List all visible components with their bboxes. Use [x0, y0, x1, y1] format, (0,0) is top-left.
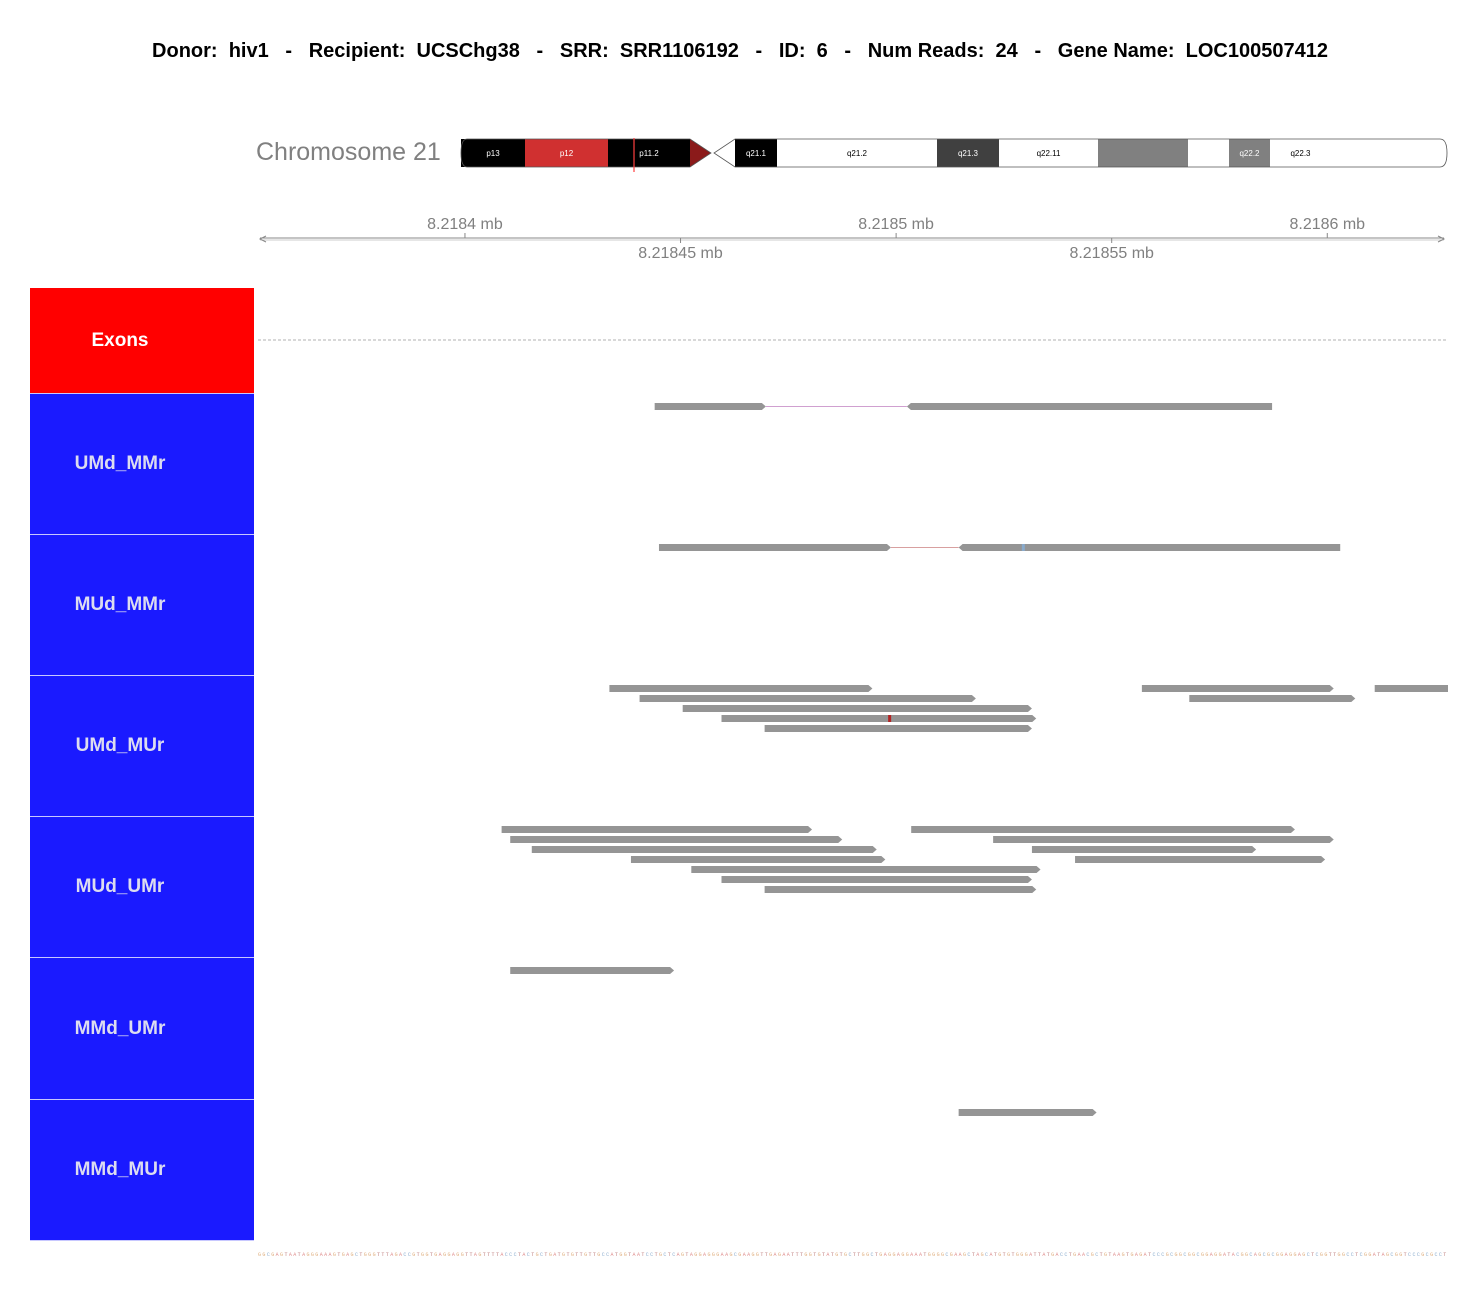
read	[721, 715, 1037, 722]
axis-major-tick-label: 8.2185 mb	[858, 216, 934, 233]
axis-arrow-right	[1437, 235, 1446, 243]
chromosome-band	[937, 139, 999, 167]
chromosome-band	[1098, 139, 1188, 167]
read	[531, 846, 877, 853]
read	[1374, 685, 1448, 692]
track-label-mud-umr: MUd_UMr	[30, 817, 254, 958]
chromosome-band	[1188, 139, 1229, 167]
band-label: p11.2	[639, 149, 659, 158]
axis-arrow-left	[258, 235, 267, 243]
centromere-left	[690, 139, 711, 167]
read	[993, 836, 1334, 843]
reference-sequence: GGCGAGTAATAGGGAAAGTGAGCTGGGTTTAGACCGTGGT…	[258, 1252, 1448, 1258]
chromosome-band	[461, 139, 525, 167]
read-segment	[658, 544, 891, 551]
track-label-text: Exons	[91, 329, 149, 351]
q-arm-outline	[713, 138, 1448, 168]
track-label-text: MUd_UMr	[75, 876, 165, 897]
read	[1031, 846, 1257, 853]
read	[721, 876, 1032, 883]
track-label-text: MUd_MMr	[74, 594, 166, 615]
p-arm-outline	[460, 138, 712, 168]
chromosome-label: Chromosome 21	[256, 138, 441, 166]
band-label: p12	[560, 149, 574, 158]
chromosome-band	[1229, 139, 1270, 167]
mismatch-mark	[888, 715, 892, 722]
track-label-mud-mmr: MUd_MMr	[30, 535, 254, 676]
band-label: p13	[486, 149, 500, 158]
mismatch-mark	[1021, 544, 1025, 551]
track-label-text: UMd_MUr	[75, 735, 165, 756]
track-label-umd-mmr: UMd_MMr	[30, 394, 254, 535]
band-label: q21.2	[847, 149, 868, 158]
read	[764, 886, 1037, 893]
read	[764, 725, 1032, 732]
read	[691, 866, 1041, 873]
chromosome-ideogram: p13 p12 p11.2 q21.1 q21.2 q21.3 q22.11 q22.2 q22…	[460, 138, 1448, 172]
track-label-exons: Exons	[30, 288, 254, 394]
band-label: q21.1	[746, 149, 767, 158]
page-title: Donor: hiv1 - Recipient: UCSChg38 - SRR:…	[152, 40, 1328, 62]
read	[1075, 856, 1326, 863]
read	[510, 967, 675, 974]
read	[630, 856, 886, 863]
chromosome-band	[777, 139, 937, 167]
read	[639, 695, 976, 702]
read-segment	[906, 403, 1273, 410]
track-label-mmd-umr: MMd_UMr	[30, 958, 254, 1100]
track-label-text: UMd_MMr	[74, 453, 166, 474]
axis-major-tick-label: 8.2186 mb	[1289, 216, 1365, 233]
read	[1141, 685, 1334, 692]
axis-major-tick-label: 8.2184 mb	[427, 216, 503, 233]
band-label: q21.3	[958, 149, 979, 158]
read	[510, 836, 843, 843]
band-label: q22.2	[1239, 149, 1260, 158]
band-label: q22.11	[1037, 149, 1061, 158]
axis-minor-tick-label: 8.21855 mb	[1069, 245, 1154, 262]
track-label-umd-mur: UMd_MUr	[30, 676, 254, 817]
chromosome-band	[714, 139, 735, 167]
band-label: q22.3	[1290, 149, 1311, 158]
track-label-text: MMd_MUr	[74, 1159, 166, 1180]
read	[609, 685, 873, 692]
track-label-mmd-mur: MMd_MUr	[30, 1100, 254, 1241]
read	[958, 1109, 1097, 1116]
read-segment	[958, 544, 1341, 551]
chromosome-band	[1270, 139, 1331, 167]
chromosome-band	[608, 139, 690, 167]
genome-axis: 8.2184 mb 8.2185 mb 8.2186 mb 8.21845 mb 8.2…	[258, 216, 1446, 262]
chromosome-band	[999, 139, 1098, 167]
read	[1189, 695, 1356, 702]
chromosome-band	[525, 139, 608, 167]
read	[682, 705, 1032, 712]
read	[501, 826, 813, 833]
axis-minor-tick-label: 8.21845 mb	[638, 245, 723, 262]
chromosome-band	[735, 139, 777, 167]
read	[911, 826, 1295, 833]
track-label-text: MMd_UMr	[74, 1017, 166, 1039]
read-segment	[654, 403, 766, 410]
